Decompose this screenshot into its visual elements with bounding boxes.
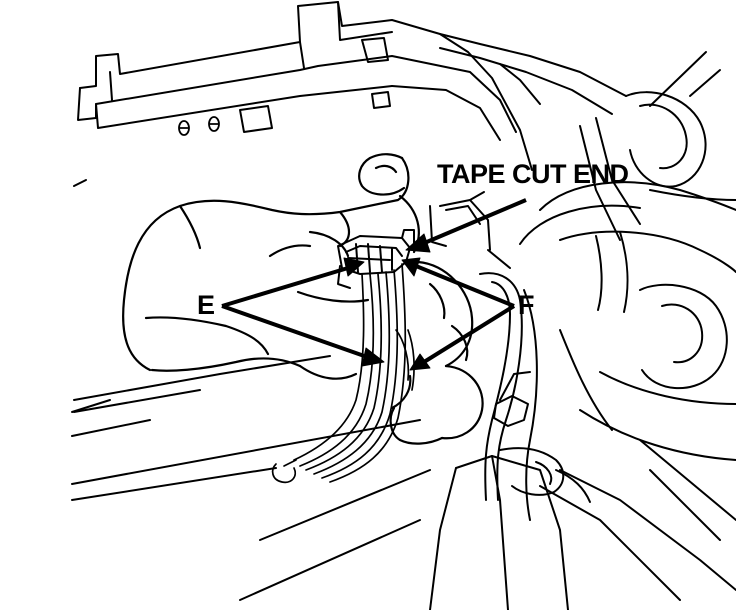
harness-cable <box>479 272 591 521</box>
lower-edges <box>71 399 431 601</box>
label-tape-cut-end: TAPE CUT END <box>437 159 629 189</box>
upper-hoses <box>439 33 736 241</box>
arrow-e-upper <box>221 266 349 308</box>
label-e: E <box>197 290 216 320</box>
bracket <box>429 191 511 269</box>
wire-bundle <box>271 263 415 484</box>
hand <box>122 153 484 445</box>
arrow-f-lower <box>422 304 516 364</box>
leader-arrows <box>221 198 527 371</box>
lower-box <box>429 455 736 611</box>
right-round-components <box>519 181 736 541</box>
upper-housing <box>77 1 533 171</box>
left-rail <box>73 179 331 413</box>
arrow-tape-cut-end <box>421 198 527 246</box>
label-f: F <box>518 290 535 320</box>
arrow-e-lower <box>221 304 371 360</box>
arrow-f-upper <box>415 264 515 308</box>
housing-screws <box>178 116 220 136</box>
